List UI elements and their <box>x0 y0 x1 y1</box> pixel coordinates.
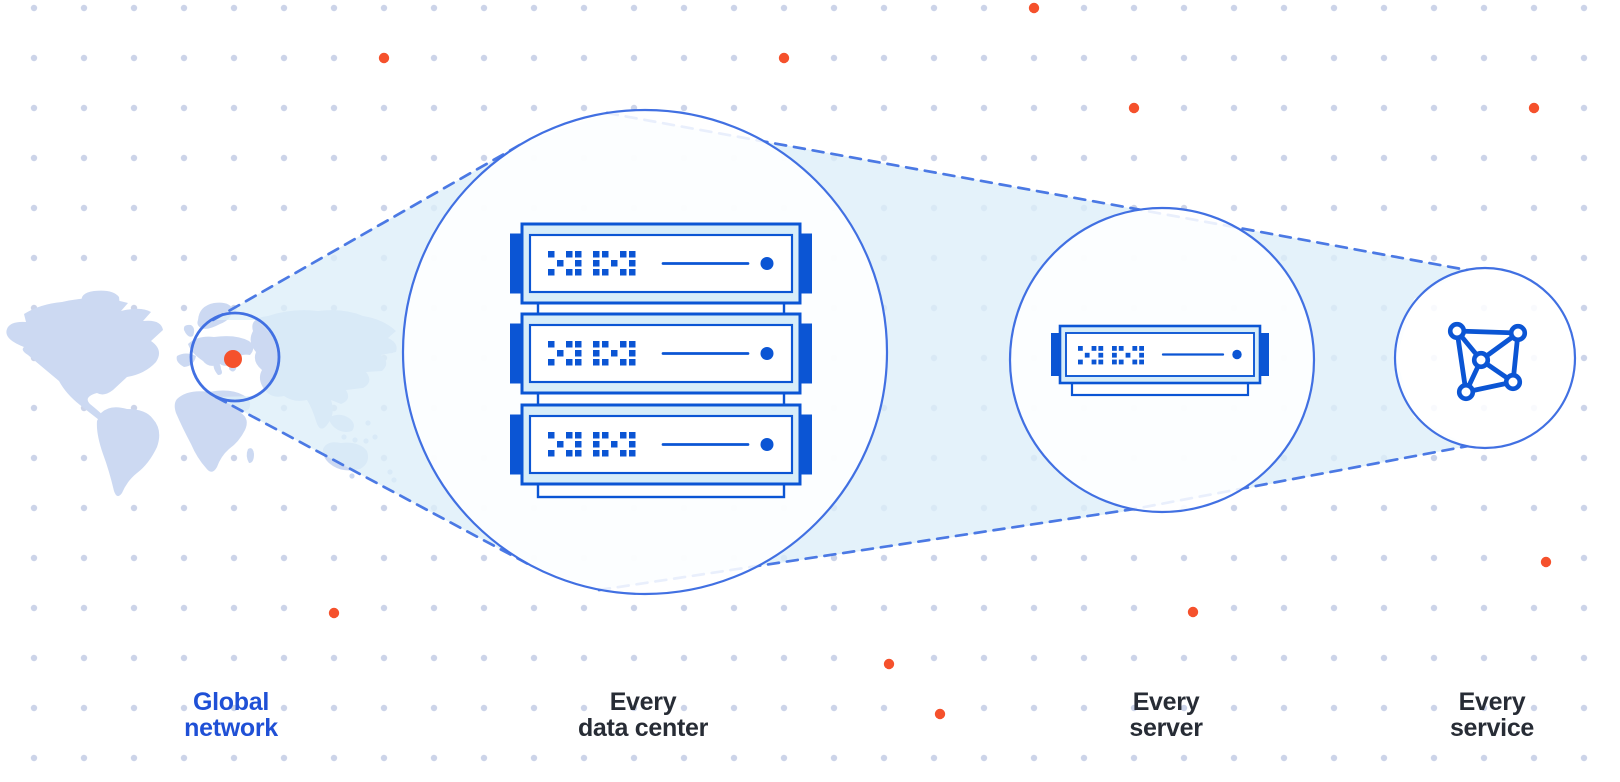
label-line: Every <box>609 688 677 716</box>
circle-global-network <box>189 311 281 403</box>
label-every-service: Every service <box>1450 689 1534 741</box>
server-icon <box>1051 324 1269 397</box>
mesh-network-icon <box>1447 321 1528 402</box>
label-line: service <box>1449 714 1535 742</box>
label-line: Every <box>1458 688 1526 716</box>
label-line: data center <box>577 714 709 742</box>
label-line: Every <box>1132 688 1200 716</box>
label-line: server <box>1129 714 1203 742</box>
label-every-data-center: Every data center <box>578 689 708 741</box>
location-marker-dot <box>224 350 242 368</box>
label-line: network <box>184 714 278 742</box>
label-every-server: Every server <box>1129 688 1203 742</box>
label-line: Global <box>193 688 269 716</box>
server-rack-icon <box>510 222 812 499</box>
label-global-network: Global network <box>184 689 278 741</box>
